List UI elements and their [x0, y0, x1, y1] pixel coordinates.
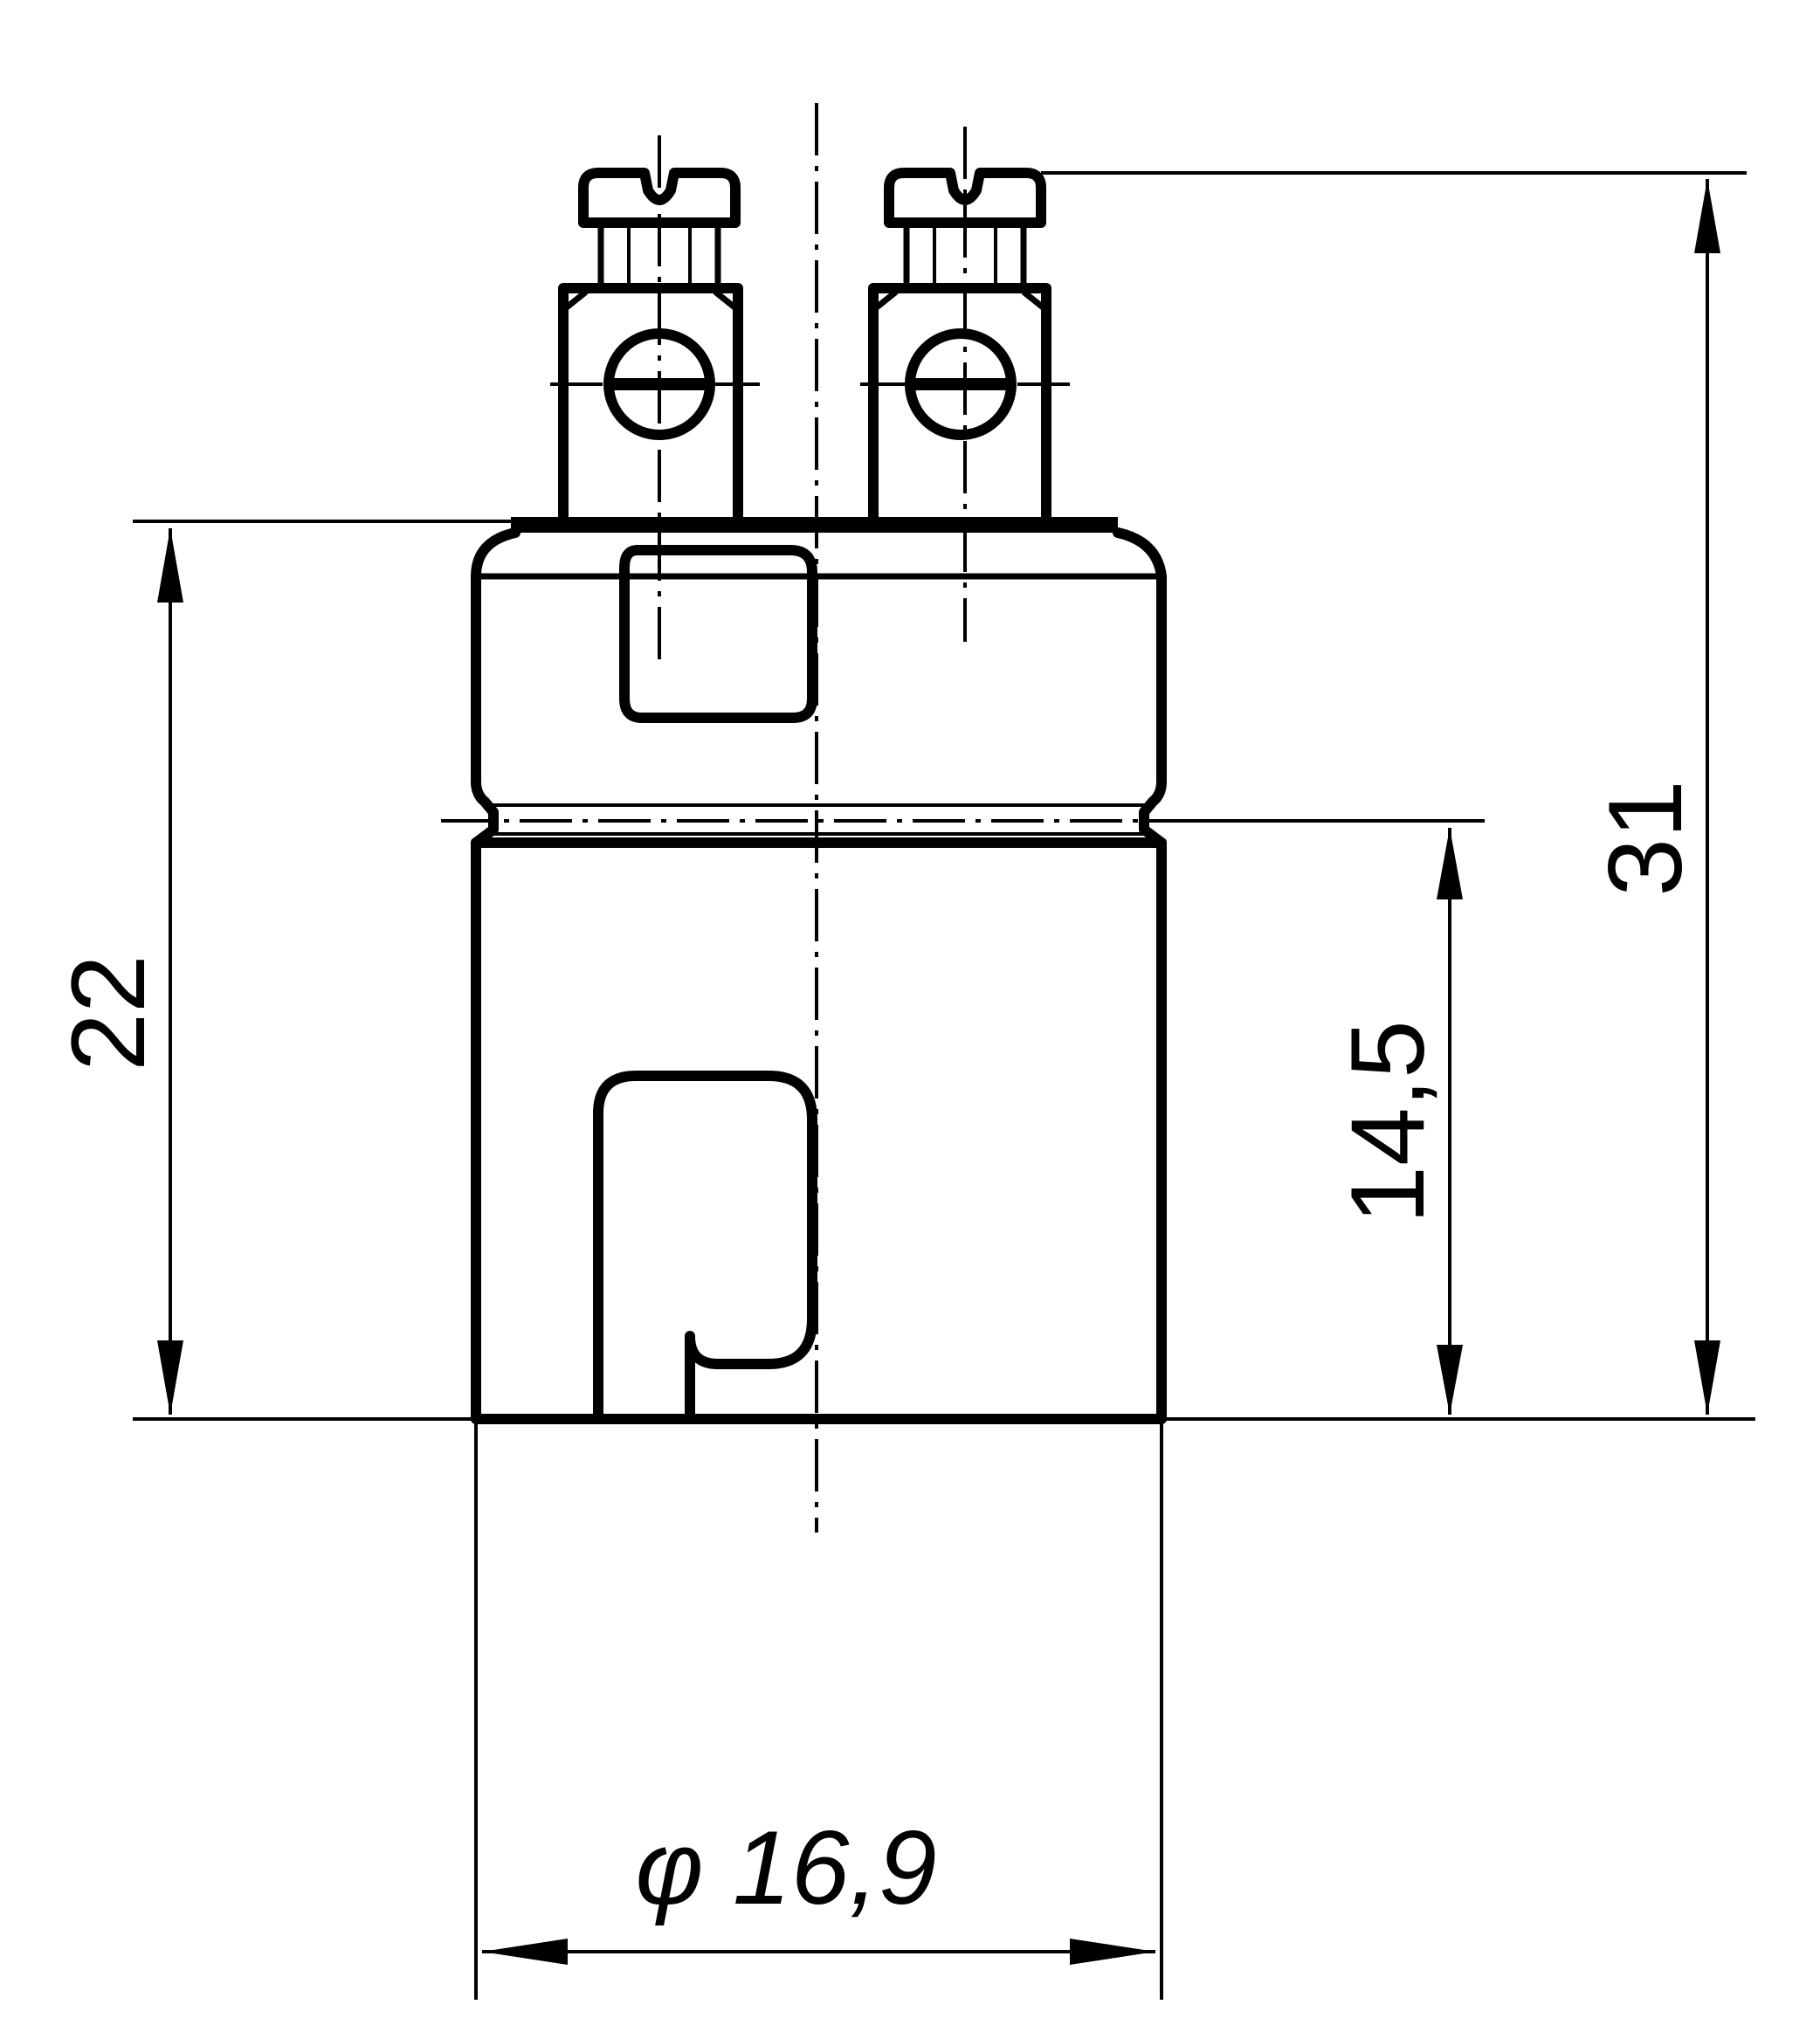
right-screw-head [884, 168, 1046, 228]
upper-slot [619, 545, 817, 723]
dimension-22: 22 [50, 520, 515, 1421]
left-terminal [558, 168, 743, 529]
top-plate [511, 517, 1118, 533]
dimension-diameter: φ 16,9 [474, 1423, 1163, 2000]
dimension-14-5: 14,5 [1162, 819, 1485, 1415]
right-clamp-block [868, 283, 1051, 525]
left-screw-head [578, 168, 741, 228]
dimension-label-14-5: 14,5 [1329, 1020, 1446, 1224]
dimension-label-diameter: φ 16,9 [635, 1809, 936, 1926]
lower-body [471, 837, 1167, 1424]
upper-body [471, 527, 1167, 848]
left-clamp-screw [603, 328, 715, 440]
dimension-label-22: 22 [50, 954, 167, 1071]
right-terminal [868, 168, 1051, 525]
left-clamp-block [558, 283, 743, 529]
lamp-holder-body [471, 517, 1167, 1424]
bayonet-slot [593, 1071, 817, 1424]
center-lines [441, 103, 1166, 1533]
right-clamp-screw [905, 328, 1017, 440]
dimension-31: 31 [1041, 171, 1755, 1421]
dimension-label-31: 31 [1587, 780, 1704, 896]
